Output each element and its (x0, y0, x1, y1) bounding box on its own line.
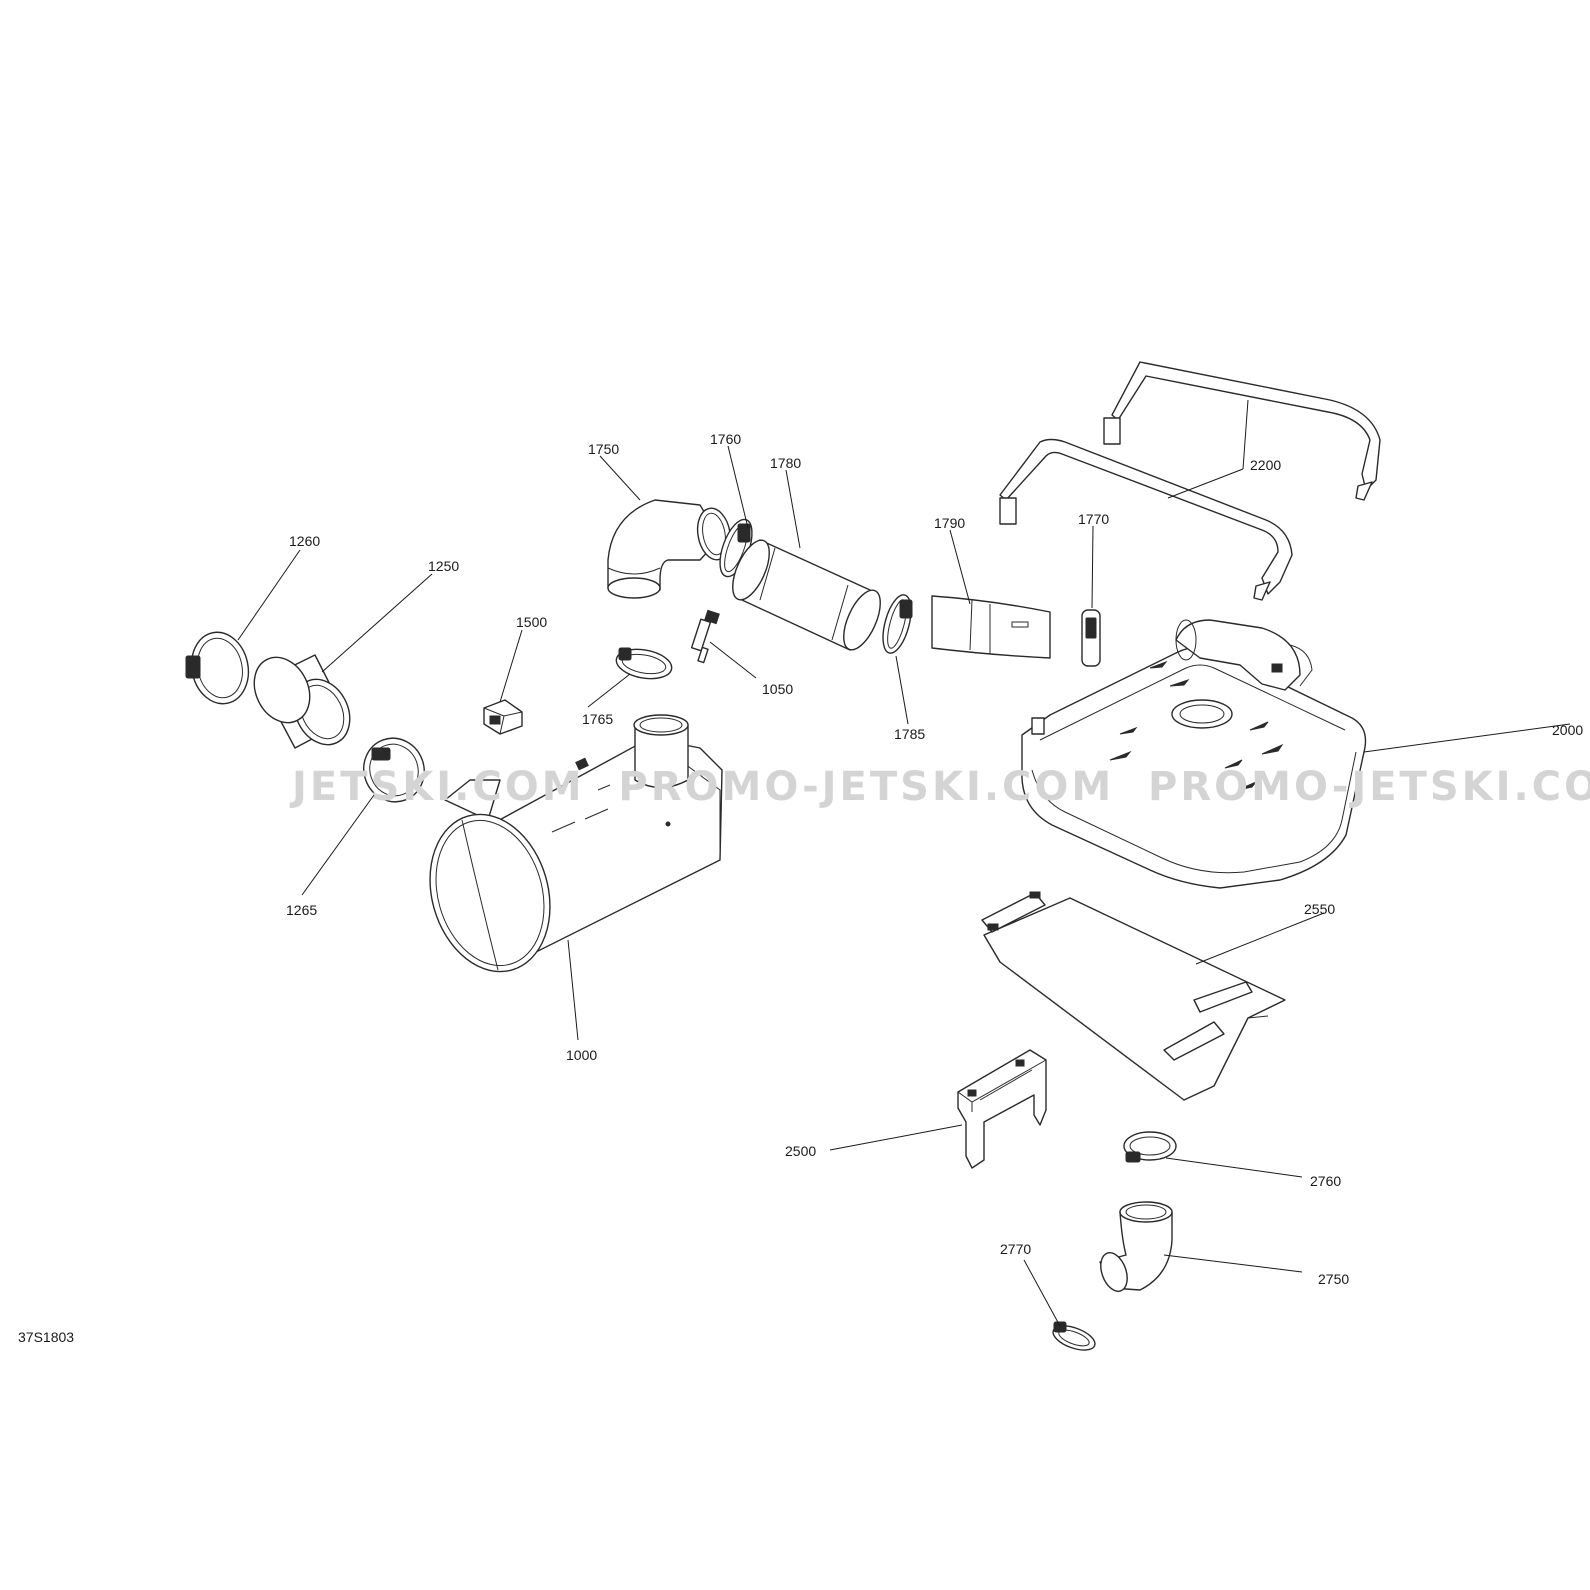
callout-1770: 1770 (1078, 511, 1109, 527)
callout-1785: 1785 (894, 726, 925, 742)
callout-2550: 2550 (1304, 901, 1335, 917)
part-2750-elbow (1099, 1201, 1173, 1292)
part-1050-sensor (690, 609, 720, 664)
part-1760-clamp (719, 518, 753, 578)
callout-2770: 2770 (1000, 1241, 1031, 1257)
part-2770-clamp (1052, 1321, 1096, 1351)
part-1750-elbow (607, 499, 732, 599)
part-2760-clamp (1123, 1131, 1177, 1163)
part-1250-sleeve (253, 654, 351, 749)
part-callouts: 1260 1250 1265 1500 1765 1050 1000 1750 … (286, 431, 1583, 1287)
callout-1790: 1790 (934, 515, 965, 531)
part-1785-clamp (882, 594, 913, 654)
part-1765-clamp (615, 647, 673, 680)
callout-1260: 1260 (289, 533, 320, 549)
callout-2750: 2750 (1318, 1271, 1349, 1287)
callout-1050: 1050 (762, 681, 793, 697)
callout-1265: 1265 (286, 902, 317, 918)
part-2500-bracket (957, 1049, 1047, 1169)
part-1260-hose-clamp (185, 631, 250, 705)
part-2200-straps (999, 361, 1381, 601)
watermark-text: JETSKI.COM PROMO-JETSKI.COM PROMO-JETSKI… (289, 764, 1590, 810)
callout-1000: 1000 (566, 1047, 597, 1063)
callout-1500: 1500 (516, 614, 547, 630)
callout-1780: 1780 (770, 455, 801, 471)
part-1265-hose-clamp (363, 737, 425, 803)
callout-2500: 2500 (785, 1143, 816, 1159)
part-1780-pipe (732, 539, 881, 651)
callout-2000: 2000 (1552, 722, 1583, 738)
part-1770-clamp (1081, 609, 1101, 667)
leader-lines (237, 399, 1571, 1327)
callout-1750: 1750 (588, 441, 619, 457)
part-1000-muffler (429, 714, 723, 973)
callout-1765: 1765 (582, 711, 613, 727)
callout-1760: 1760 (710, 431, 741, 447)
callout-1250: 1250 (428, 558, 459, 574)
callout-2200: 2200 (1250, 457, 1281, 473)
part-2550-heat-shield (981, 891, 1286, 1101)
drawing-reference: 37S1803 (18, 1329, 74, 1345)
part-2000-exhaust-box (1021, 619, 1367, 889)
part-1500-connector (483, 699, 523, 735)
callout-2760: 2760 (1310, 1173, 1341, 1189)
part-1790-boot (931, 595, 1051, 659)
